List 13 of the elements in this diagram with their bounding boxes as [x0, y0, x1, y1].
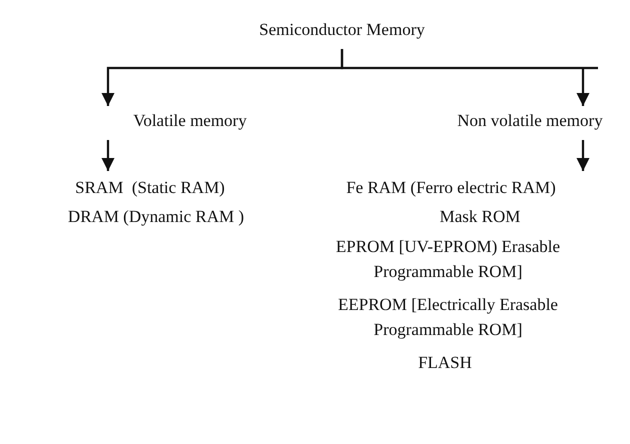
memory-type-label: FLASH [395, 350, 495, 376]
memory-type-label: Mask ROM [390, 204, 570, 230]
title-text: Semiconductor Memory [242, 17, 442, 43]
memory-type-label: EEPROM [Electrically Erasable Programmable ROM] [300, 292, 596, 344]
category-label: Volatile memory [100, 108, 280, 134]
memory-type-label: Fe RAM (Ferro electric RAM) [296, 175, 606, 201]
category-label: Non volatile memory [430, 108, 630, 134]
memory-type-label: DRAM (Dynamic RAM ) [20, 204, 292, 230]
arrow [576, 140, 590, 171]
memory-type-label: EPROM [UV-EPROM) Erasable Programmable ROM] [308, 234, 588, 286]
arrow [101, 140, 115, 171]
memory-type-label: SRAM (Static RAM) [40, 175, 260, 201]
arrow [340, 49, 600, 106]
